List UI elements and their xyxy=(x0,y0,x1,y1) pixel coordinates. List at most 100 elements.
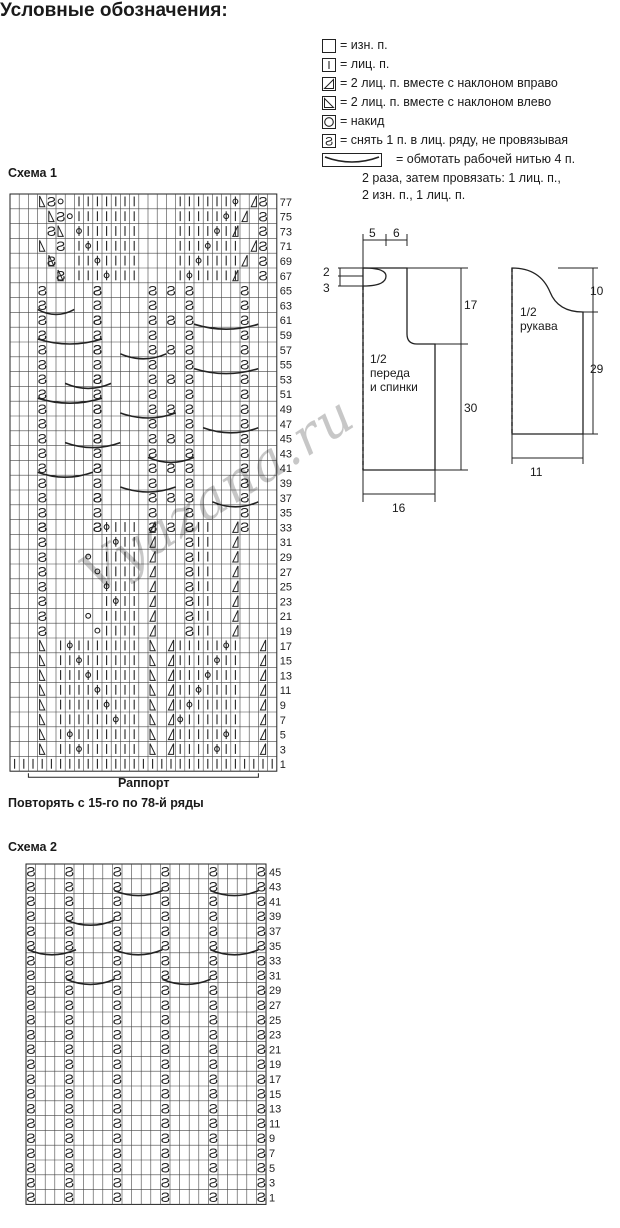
slip-stitch-icon: Ϩ xyxy=(185,550,194,565)
row-label: 11 xyxy=(280,685,291,697)
wrap-stitch-icon xyxy=(66,978,115,986)
slip-stitch-icon: Ϩ xyxy=(161,1116,170,1131)
row-label: 43 xyxy=(269,882,281,894)
slip-stitch-icon: Ϩ xyxy=(325,134,333,148)
yarn-over-icon xyxy=(85,242,92,249)
rapport-bracket xyxy=(27,773,259,778)
slip-stitch-icon: Ϩ xyxy=(148,505,157,520)
slip-stitch-icon: Ϩ xyxy=(148,417,157,432)
slip-stitch-icon: Ϩ xyxy=(185,461,194,476)
slip-stitch-icon: Ϩ xyxy=(38,550,47,565)
yarn-over-icon xyxy=(103,701,110,708)
k2tog-right-icon xyxy=(232,565,239,578)
wrap-stitch-icon xyxy=(210,949,259,956)
k2tog-right-icon xyxy=(149,595,156,607)
slip-stitch-icon: Ϩ xyxy=(240,343,249,358)
slip-stitch-icon: Ϩ xyxy=(26,894,35,909)
slip-stitch-icon: Ϩ xyxy=(93,402,102,417)
slip-stitch-icon: Ϩ xyxy=(185,476,194,491)
slip-stitch-icon: Ϩ xyxy=(257,1175,266,1190)
k2tog-right-icon xyxy=(259,669,267,681)
k2tog-left-icon xyxy=(324,96,335,108)
slip-stitch-icon: Ϩ xyxy=(209,968,218,983)
row-label: 41 xyxy=(280,463,292,475)
slip-stitch-icon: Ϩ xyxy=(65,953,74,968)
slip-stitch-icon: Ϩ xyxy=(257,879,266,894)
k2tog-right-icon xyxy=(241,210,248,223)
slip-stitch-icon: Ϩ xyxy=(93,491,102,506)
slip-stitch-icon: Ϩ xyxy=(257,953,266,968)
slip-legend-icon: Ϩ xyxy=(322,133,336,148)
slip-stitch-icon: Ϩ xyxy=(258,195,267,210)
slip-stitch-icon: Ϩ xyxy=(47,254,56,269)
slip-stitch-icon: Ϩ xyxy=(65,998,74,1013)
yarn-over-icon xyxy=(94,257,101,264)
slip-stitch-icon: Ϩ xyxy=(185,520,194,535)
slip-stitch-icon: Ϩ xyxy=(161,1146,170,1161)
wrap-stitch-icon xyxy=(202,427,259,434)
slip-stitch-icon: Ϩ xyxy=(38,461,47,476)
slip-stitch-icon: Ϩ xyxy=(38,372,47,387)
slip-stitch-icon: Ϩ xyxy=(26,1072,35,1087)
k2tog-left-icon xyxy=(149,713,156,726)
slip-stitch-icon: Ϩ xyxy=(209,1131,218,1146)
row-label: 7 xyxy=(269,1148,275,1160)
yarn-over-icon xyxy=(186,272,193,279)
row-label: 71 xyxy=(280,241,292,253)
row-label: 9 xyxy=(269,1133,275,1145)
slip-stitch-icon: Ϩ xyxy=(209,894,218,909)
slip-stitch-icon: Ϩ xyxy=(38,431,47,446)
row-label: 29 xyxy=(280,552,292,564)
row-label: 35 xyxy=(280,508,292,520)
slip-stitch-icon: Ϩ xyxy=(185,402,194,417)
garment-patterns xyxy=(338,234,598,502)
slip-stitch-icon: Ϩ xyxy=(240,431,249,446)
slip-stitch-icon: Ϩ xyxy=(257,894,266,909)
k2tog-right-icon xyxy=(232,269,239,282)
slip-stitch-icon: Ϩ xyxy=(161,1175,170,1190)
k2tog-right-icon xyxy=(149,580,156,593)
k2tog-left-icon xyxy=(149,684,156,696)
slip-stitch-icon: Ϩ xyxy=(209,1146,218,1161)
k2tog-right-icon xyxy=(149,550,156,563)
slip-stitch-icon: Ϩ xyxy=(113,1161,122,1176)
k2tog-right-icon xyxy=(259,728,267,741)
slip-stitch-icon: Ϩ xyxy=(93,283,102,298)
wrap-stitch-icon xyxy=(193,323,259,330)
slip-stitch-icon: Ϩ xyxy=(113,924,122,939)
slip-stitch-icon: Ϩ xyxy=(26,1146,35,1161)
row-label: 17 xyxy=(280,641,292,653)
slip-stitch-icon: Ϩ xyxy=(93,461,102,476)
slip-stitch-icon: Ϩ xyxy=(65,968,74,983)
dim-top-a: 5 xyxy=(369,226,376,240)
slip-stitch-icon: Ϩ xyxy=(26,1190,35,1205)
k2tog-right-legend-icon xyxy=(322,76,336,91)
slip-stitch-icon: Ϩ xyxy=(93,431,102,446)
slip-stitch-icon: Ϩ xyxy=(26,879,35,894)
row-label: 23 xyxy=(269,1030,281,1042)
slip-stitch-icon: Ϩ xyxy=(38,476,47,491)
slip-stitch-icon: Ϩ xyxy=(93,520,102,535)
slip-stitch-icon: Ϩ xyxy=(93,283,102,298)
legend-item-yarn-over: = накид xyxy=(322,114,384,129)
yarn-over-icon xyxy=(66,642,73,649)
k2tog-left-icon xyxy=(39,654,46,667)
slip-stitch-icon: Ϩ xyxy=(240,491,249,506)
slip-stitch-icon: Ϩ xyxy=(65,1027,74,1042)
slip-stitch-icon: Ϩ xyxy=(148,357,157,372)
k2tog-right-icon xyxy=(232,610,239,622)
slip-stitch-icon: Ϩ xyxy=(93,343,102,358)
slip-stitch-icon: Ϩ xyxy=(209,1072,218,1087)
wrap-stitch-icon xyxy=(120,353,167,360)
k2tog-left-icon xyxy=(57,269,64,282)
k2tog-left-icon xyxy=(39,669,46,681)
yarn-over-icon xyxy=(324,116,334,127)
wrap-stitch-icon xyxy=(120,486,176,493)
row-label: 51 xyxy=(280,389,292,401)
row-label: 43 xyxy=(280,448,292,460)
sleeve-outline xyxy=(511,267,584,435)
wrap-stitch-icon xyxy=(64,441,121,449)
slip-stitch-icon: Ϩ xyxy=(161,909,170,924)
slip-stitch-icon: Ϩ xyxy=(93,491,102,506)
